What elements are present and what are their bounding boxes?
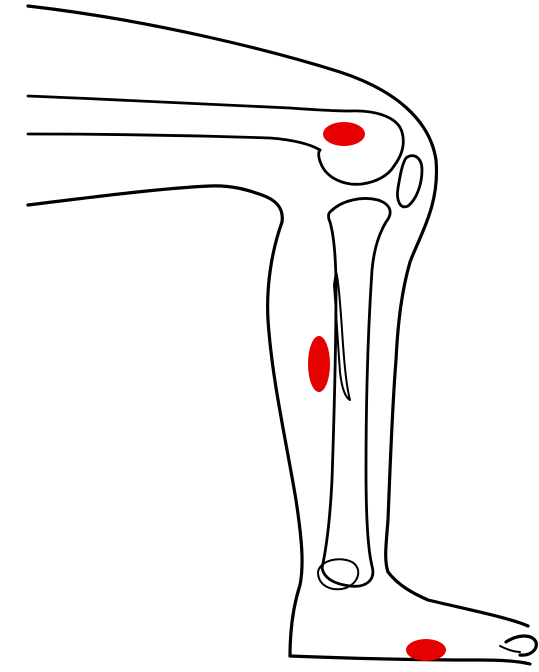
toe-line <box>500 646 520 652</box>
knee-marker <box>323 122 365 146</box>
shin-marker <box>308 336 330 392</box>
foot-sole-outline <box>290 656 530 664</box>
thigh-bottom-outline <box>28 186 282 222</box>
femur-condyle <box>319 111 404 184</box>
foot-marker <box>406 639 446 661</box>
patella <box>397 156 422 207</box>
toes <box>506 636 536 655</box>
tibia <box>322 199 390 587</box>
femur-upper-line <box>28 96 350 111</box>
shin-front-outline <box>268 222 302 656</box>
femur-lower-line <box>28 134 320 150</box>
